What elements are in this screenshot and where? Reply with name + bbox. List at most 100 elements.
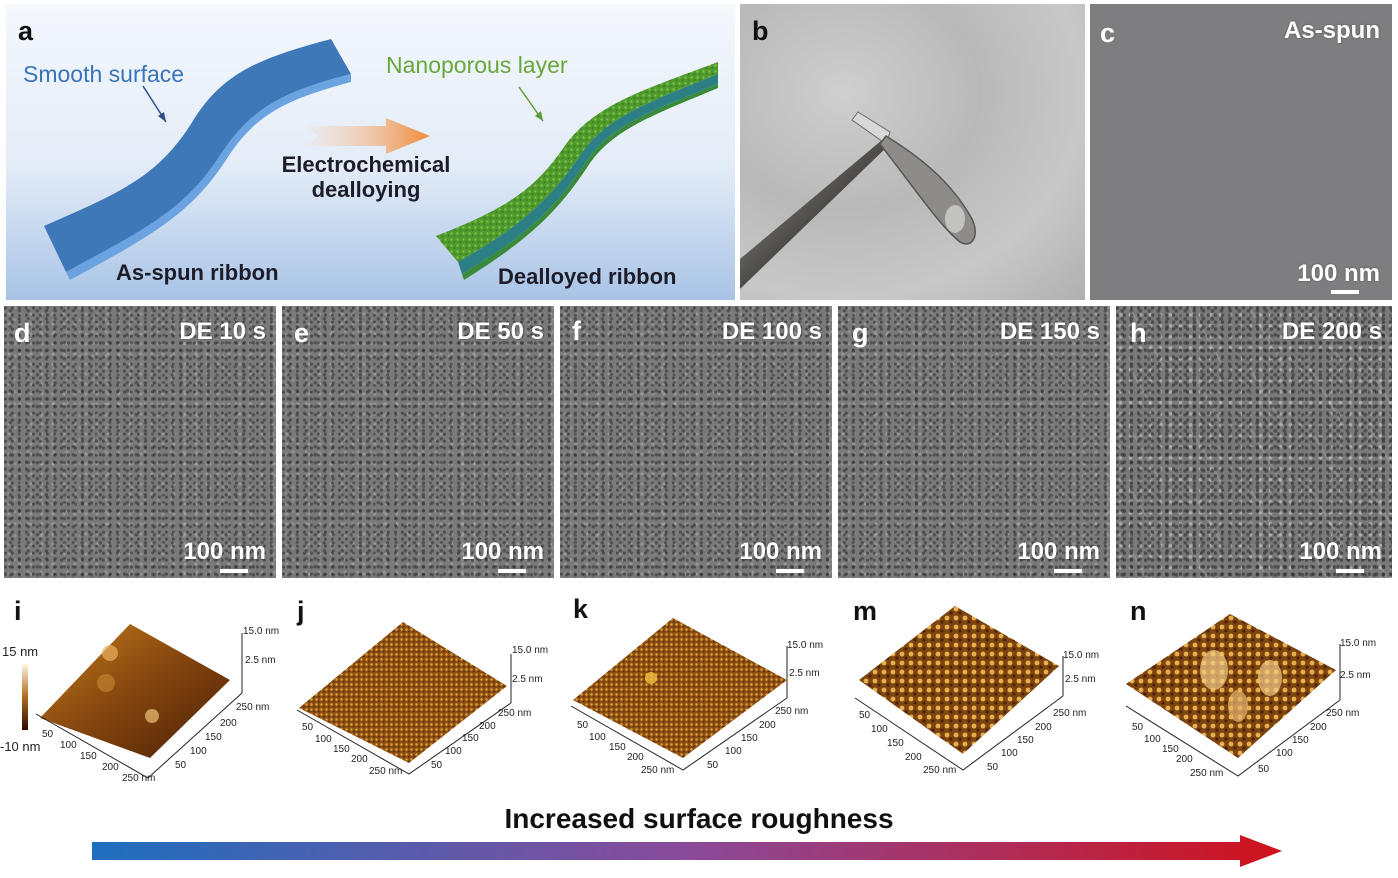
panel-j-afm: j 15.0 nm 2.5 nm 50 100 150 200 250 nm 5… [285,588,565,788]
y-tick: 250 nm [775,706,809,717]
colorbar-max-label: 15 nm [2,644,39,659]
x-tick: 50 [42,729,54,740]
panel-label-j: j [297,596,305,626]
x-tick: 200 [351,754,368,765]
dealloyed-ribbon-label: Dealloyed ribbon [498,264,677,289]
y-tick: 150 [462,733,479,744]
x-tick: 200 [102,762,119,773]
condition-label: DE 10 s [179,318,266,345]
x-tick: 150 [609,742,626,753]
y-tick: 250 nm [498,708,532,719]
y-tick: 50 [987,762,999,773]
x-tick: 50 [577,720,589,731]
x-tick: 200 [905,752,922,763]
afm-3d-surface [570,618,788,771]
y-tick: 250 nm [1326,708,1360,719]
x-tick: 200 [1176,754,1193,765]
z-axis-mid: 2.5 nm [245,655,276,666]
y-tick: 200 [1035,722,1052,733]
as-spun-ribbon-label: As-spun ribbon [116,260,279,285]
x-tick: 150 [80,751,97,762]
x-tick: 100 [1144,734,1161,745]
x-tick: 250 nm [1190,768,1224,779]
x-tick: 200 [627,752,644,763]
z-axis-top: 15.0 nm [243,626,280,637]
x-tick: 50 [302,722,314,733]
panel-i-afm: i 15 nm -10 nm 15.0 nm 2.5 nm 50 100 150… [0,588,285,788]
panel-label-h: h [1130,318,1147,348]
y-tick: 150 [1017,735,1034,746]
colorbar-min-label: -10 nm [0,739,41,754]
process-label: Electrochemical dealloying [261,152,471,203]
x-tick: 250 nm [369,766,403,777]
scale-bar [1054,569,1082,573]
panel-h-sem: h DE 200 s 100 nm [1116,306,1392,578]
panel-label-k: k [573,594,589,624]
x-tick: 150 [333,744,350,755]
panel-label-n: n [1130,596,1147,626]
as-spun-ribbon-shape [44,39,351,280]
scale-bar [498,569,526,573]
z-axis-top: 15.0 nm [787,640,824,651]
y-tick: 100 [725,746,742,757]
z-axis-top: 15.0 nm [1063,650,1100,661]
panel-label-e: e [294,318,310,348]
afm-3d-surface [854,606,1064,771]
x-tick: 150 [887,738,904,749]
ribbon-schematic-illustration [44,39,718,280]
panel-d-sem: d DE 10 s 100 nm [4,306,276,578]
afm-3d-surface [1125,614,1341,777]
z-axis-mid: 2.5 nm [789,668,820,679]
condition-label: DE 50 s [457,318,544,345]
x-tick: 250 nm [641,765,675,776]
y-tick: 50 [1258,764,1270,775]
y-tick: 50 [175,760,187,771]
panel-f-sem: f DE 100 s 100 nm [560,306,832,578]
scale-bar-label: 100 nm [461,538,544,565]
y-tick: 200 [1310,722,1327,733]
y-tick: 100 [1276,748,1293,759]
y-tick: 250 nm [1053,708,1087,719]
x-tick: 250 nm [923,765,957,776]
process-label-line2: dealloying [311,177,421,203]
panel-label-a: a [18,16,34,46]
scale-bar-label: 100 nm [739,538,822,565]
y-tick: 150 [741,733,758,744]
scale-bar [220,569,248,573]
x-tick: 150 [1162,744,1179,755]
y-tick: 100 [190,746,207,757]
panel-a-schematic: a [6,4,735,300]
scale-bar [776,569,804,573]
x-tick: 100 [589,732,606,743]
y-tick: 150 [1292,735,1309,746]
tweezers-holding-ribbon-image [740,111,976,289]
panel-c-sem-as-spun: c As-spun 100 nm [1090,4,1392,300]
dealloyed-ribbon-shape [436,62,718,280]
z-axis-mid: 2.5 nm [1340,670,1371,681]
scale-bar-label: 100 nm [1299,538,1382,565]
scale-bar [1331,290,1359,294]
condition-label: DE 100 s [721,318,822,345]
x-tick: 50 [1132,722,1144,733]
nanoporous-layer-label: Nanoporous layer [386,52,568,78]
height-colorbar [22,664,28,730]
panel-label-m: m [853,596,878,626]
panel-label-d: d [14,318,31,348]
panel-g-sem: g DE 150 s 100 nm [838,306,1110,578]
roughness-gradient-arrow-icon [92,835,1282,867]
panel-label-g: g [852,318,869,348]
panel-e-sem: e DE 50 s 100 nm [282,306,554,578]
scale-bar-label: 100 nm [1297,260,1380,287]
y-tick: 200 [220,718,237,729]
condition-label: As-spun [1284,17,1380,44]
process-arrow-icon [306,118,430,154]
condition-label: DE 150 s [999,318,1100,345]
y-tick: 50 [707,760,719,771]
panel-label-f: f [572,316,581,346]
panel-m-afm: m 15.0 nm 2.5 nm 50 100 150 200 250 nm 5… [845,588,1120,788]
scale-bar-label: 100 nm [1017,538,1100,565]
afm-3d-surface [35,624,243,779]
process-label-line1: Electrochemical [281,152,451,177]
panel-label-c: c [1100,18,1116,48]
z-axis-mid: 2.5 nm [512,674,543,685]
